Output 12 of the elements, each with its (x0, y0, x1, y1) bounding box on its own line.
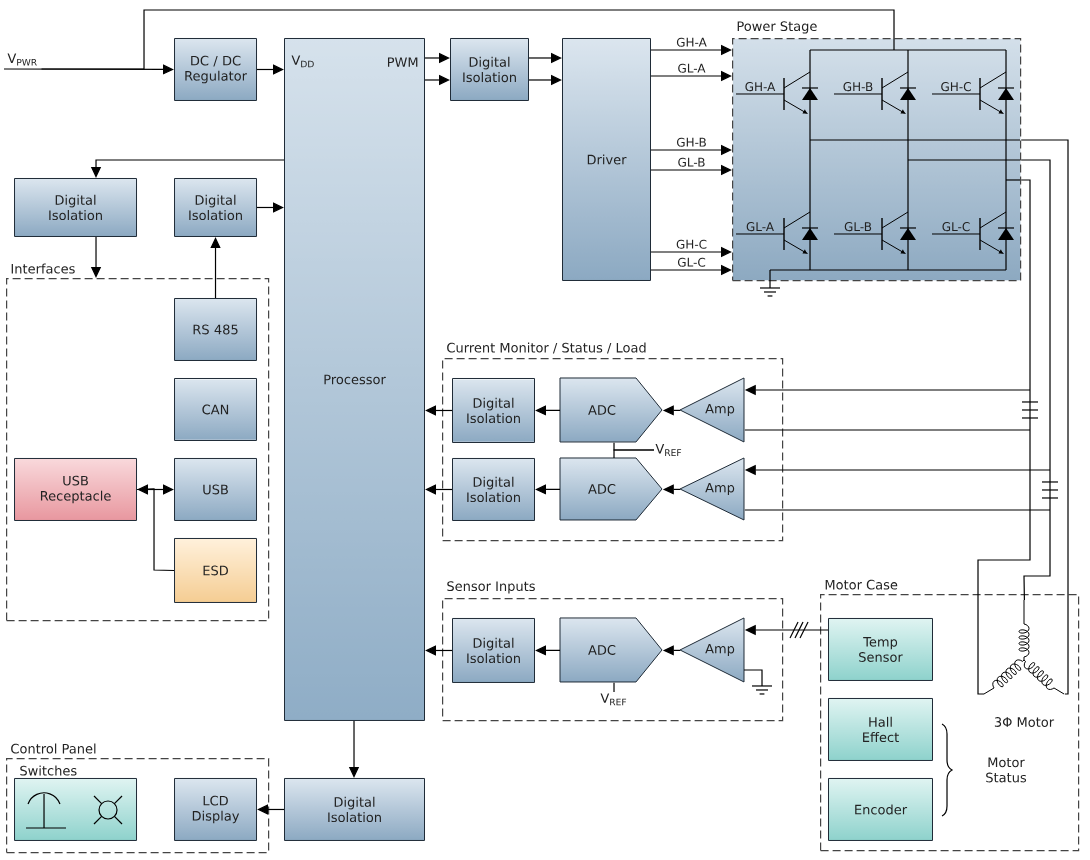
arrow (256, 202, 284, 213)
arrow (257, 804, 285, 815)
arrow (535, 405, 561, 416)
arrow (425, 484, 453, 495)
arrow (535, 484, 561, 495)
arrow (210, 237, 221, 299)
arrow (425, 645, 453, 656)
arrow (425, 405, 453, 416)
arrow (137, 484, 174, 495)
arrow (256, 64, 284, 75)
arrow (535, 645, 561, 656)
arrow (3, 64, 174, 75)
